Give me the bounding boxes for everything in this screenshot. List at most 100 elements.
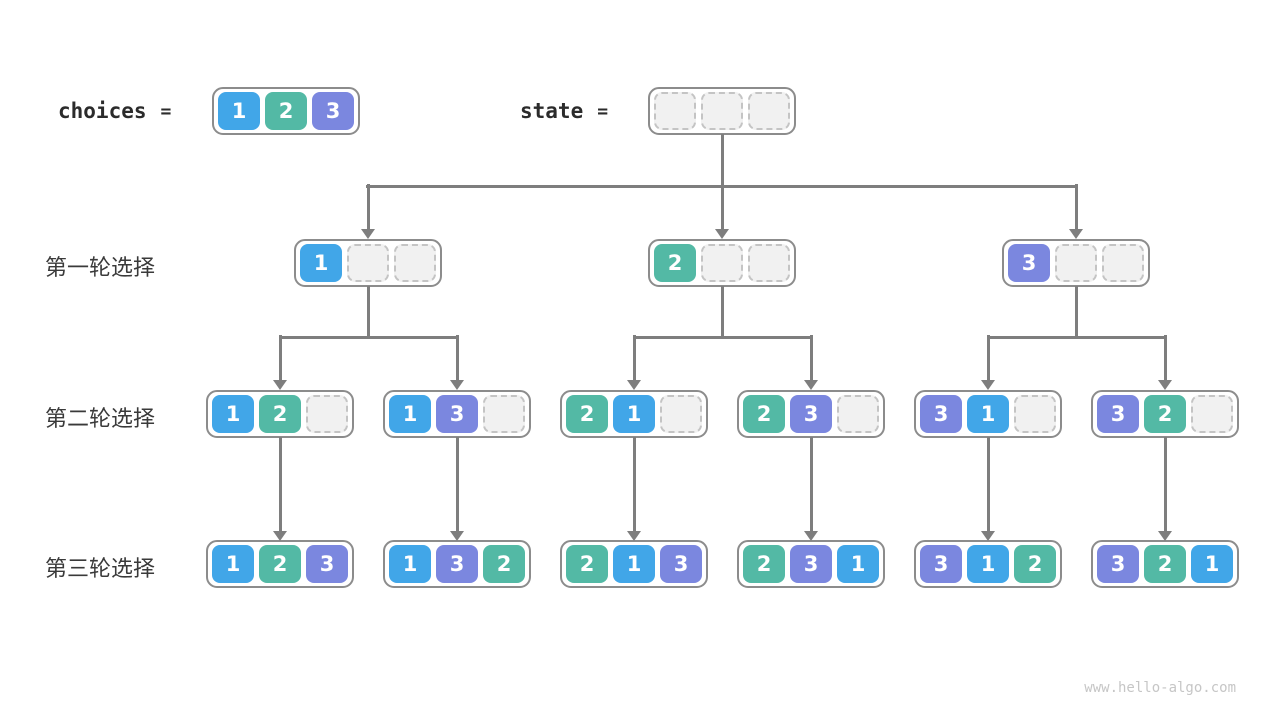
state-cell: 2 bbox=[265, 92, 307, 130]
arrowhead-icon bbox=[804, 531, 818, 541]
empty-cell bbox=[1055, 244, 1097, 282]
arrowhead-icon bbox=[450, 531, 464, 541]
state-cell: 1 bbox=[300, 244, 342, 282]
arrowhead-icon bbox=[273, 531, 287, 541]
connector-line bbox=[810, 335, 813, 381]
state-cell: 2 bbox=[483, 545, 525, 583]
choices-label: choices = bbox=[58, 87, 171, 135]
state-cell: 2 bbox=[566, 545, 608, 583]
arrowhead-icon bbox=[627, 531, 641, 541]
state-cell: 1 bbox=[967, 395, 1009, 433]
state-cell: 1 bbox=[389, 545, 431, 583]
connector-line bbox=[456, 437, 459, 531]
state-cell: 3 bbox=[1097, 395, 1139, 433]
state-cell: 3 bbox=[790, 395, 832, 433]
connector-line bbox=[279, 336, 458, 339]
empty-cell bbox=[394, 244, 436, 282]
empty-cell bbox=[748, 92, 790, 130]
connector-line bbox=[633, 335, 636, 381]
arrowhead-icon bbox=[981, 531, 995, 541]
state-cell: 2 bbox=[259, 395, 301, 433]
connector-line bbox=[1075, 184, 1078, 230]
empty-cell bbox=[1191, 395, 1233, 433]
state-cell: 3 bbox=[306, 545, 348, 583]
arrowhead-icon bbox=[450, 380, 464, 390]
empty-cell bbox=[837, 395, 879, 433]
connector-line bbox=[367, 184, 370, 230]
state-cell: 1 bbox=[613, 395, 655, 433]
arrowhead-icon bbox=[361, 229, 375, 239]
choices-equals-sign: = bbox=[160, 100, 172, 122]
state-cell: 2 bbox=[743, 545, 785, 583]
empty-cell bbox=[306, 395, 348, 433]
connector-line bbox=[987, 437, 990, 531]
arrowhead-icon bbox=[273, 380, 287, 390]
state-equals-sign: = bbox=[597, 100, 609, 122]
state-cell: 2 bbox=[1144, 395, 1186, 433]
connector-line bbox=[810, 437, 813, 531]
state-cell: 3 bbox=[1097, 545, 1139, 583]
arrowhead-icon bbox=[1158, 380, 1172, 390]
connector-line bbox=[633, 437, 636, 531]
connector-line bbox=[279, 335, 282, 381]
state-cell: 3 bbox=[312, 92, 354, 130]
arrowhead-icon bbox=[804, 380, 818, 390]
connector-line bbox=[367, 286, 370, 338]
row-label-round-2: 第二轮选择 bbox=[45, 406, 156, 431]
connector-line bbox=[456, 335, 459, 381]
state-node: 1 bbox=[294, 239, 442, 287]
connector-line bbox=[366, 185, 1078, 188]
state-cell: 3 bbox=[436, 545, 478, 583]
state-node bbox=[648, 87, 796, 135]
state-cell: 1 bbox=[389, 395, 431, 433]
state-cell: 2 bbox=[654, 244, 696, 282]
state-cell: 2 bbox=[1014, 545, 1056, 583]
connector-line bbox=[279, 437, 282, 531]
state-cell: 2 bbox=[1144, 545, 1186, 583]
empty-cell bbox=[1014, 395, 1056, 433]
row-label-round-1: 第一轮选择 bbox=[45, 255, 156, 280]
state-cell: 2 bbox=[743, 395, 785, 433]
empty-cell bbox=[701, 244, 743, 282]
arrowhead-icon bbox=[627, 380, 641, 390]
state-cell: 2 bbox=[566, 395, 608, 433]
connector-line bbox=[721, 134, 724, 230]
choices-label-text: choices bbox=[58, 99, 147, 123]
empty-cell bbox=[1102, 244, 1144, 282]
row-label-round-3: 第三轮选择 bbox=[45, 556, 156, 581]
state-cell: 1 bbox=[967, 545, 1009, 583]
empty-cell bbox=[483, 395, 525, 433]
empty-cell bbox=[660, 395, 702, 433]
state-cell: 1 bbox=[218, 92, 260, 130]
state-cell: 1 bbox=[837, 545, 879, 583]
empty-cell bbox=[347, 244, 389, 282]
connector-line bbox=[721, 286, 724, 338]
connector-line bbox=[1075, 286, 1078, 338]
connector-line bbox=[1164, 335, 1167, 381]
connector-line bbox=[1164, 437, 1167, 531]
empty-cell bbox=[701, 92, 743, 130]
arrowhead-icon bbox=[981, 380, 995, 390]
arrowhead-icon bbox=[715, 229, 729, 239]
state-cell: 2 bbox=[259, 545, 301, 583]
state-cell: 3 bbox=[436, 395, 478, 433]
state-cell: 1 bbox=[212, 395, 254, 433]
state-cell: 1 bbox=[212, 545, 254, 583]
arrowhead-icon bbox=[1069, 229, 1083, 239]
state-cell: 3 bbox=[660, 545, 702, 583]
state-label-text: state bbox=[520, 99, 584, 123]
connector-line bbox=[987, 336, 1166, 339]
connector-line bbox=[987, 335, 990, 381]
empty-cell bbox=[654, 92, 696, 130]
state-cell: 3 bbox=[920, 545, 962, 583]
